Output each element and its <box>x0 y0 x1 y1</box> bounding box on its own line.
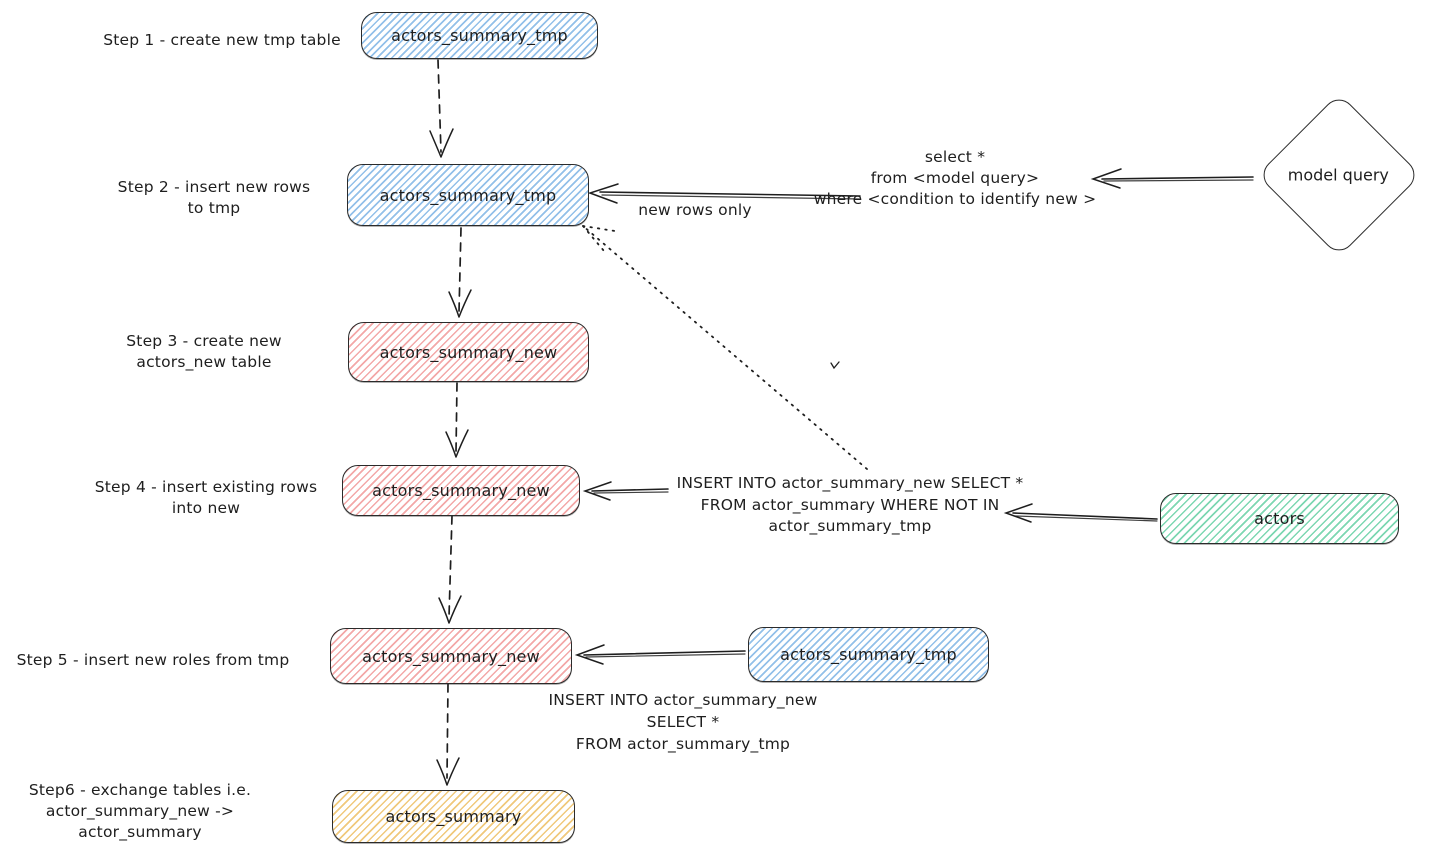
node-step5-actors-summary-new: actors_summary_new <box>330 628 572 684</box>
node-label: actors_summary_new <box>362 646 540 666</box>
step-4-label: Step 4 - insert existing rows into new <box>94 478 318 517</box>
arrow-from-tmp-source <box>574 644 746 665</box>
text-insert-existing-sql: INSERT INTO actor_summary_new SELECT * F… <box>676 474 1024 535</box>
text-insert-from-tmp-sql: INSERT INTO actor_summary_new SELECT * F… <box>548 691 818 753</box>
node-label: actors_summary <box>385 807 522 826</box>
node-label: actors_summary_new <box>379 342 558 362</box>
arrow-insert-existing <box>582 481 669 501</box>
dashed-arrow-step3-step4 <box>445 382 469 458</box>
stray-mark <box>830 361 840 370</box>
node-step6-actors-summary: actors_summary <box>332 790 575 843</box>
step-2-label: Step 2 - insert new rows to tmp <box>117 178 311 217</box>
step-5-label: Step 5 - insert new roles from tmp <box>16 651 290 669</box>
node-label: actors_summary_new <box>372 481 550 500</box>
node-label: model query <box>1288 165 1390 185</box>
dashed-arrow-step5-step6 <box>436 683 460 786</box>
dashed-arrow-step2-step3 <box>448 227 472 318</box>
text-select-query: select * from <model query> where <condi… <box>813 148 1097 208</box>
dashed-arrow-step4-step5 <box>438 515 462 624</box>
node-step4-actors-summary-new: actors_summary_new <box>342 465 580 516</box>
node-step3-actors-summary-new: actors_summary_new <box>348 322 589 382</box>
node-label: actors <box>1254 509 1305 528</box>
node-step1-actors-summary-tmp: actors_summary_tmp <box>361 12 598 59</box>
step-1-label: Step 1 - create new tmp table <box>103 31 341 49</box>
node-step2-actors-summary-tmp: actors_summary_tmp <box>347 164 589 226</box>
arrow-model-query <box>1090 168 1254 189</box>
label-new-rows-only: new rows only <box>638 201 752 219</box>
step-6-label: Step6 - exchange tables i.e. actor_summa… <box>28 781 252 841</box>
dashed-arrow-step1-step2 <box>429 59 454 158</box>
node-model-query-diamond: model query <box>1256 92 1422 258</box>
dotted-arrow-tmp-reference <box>582 225 868 470</box>
node-label: actors_summary_tmp <box>391 26 568 45</box>
node-actors-source: actors <box>1160 493 1399 544</box>
step-3-label: Step 3 - create new actors_new table <box>126 332 282 371</box>
node-actors-summary-tmp-source: actors_summary_tmp <box>748 627 989 682</box>
node-label: actors_summary_tmp <box>379 185 557 205</box>
node-label: actors_summary_tmp <box>780 645 957 664</box>
